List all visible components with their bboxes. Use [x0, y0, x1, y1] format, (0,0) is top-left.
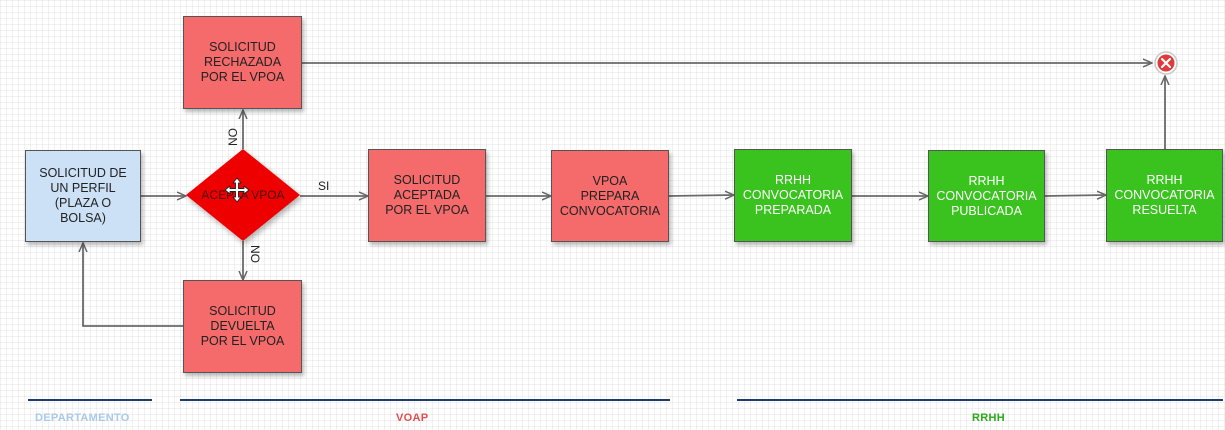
node-solicitud-perfil[interactable]: SOLICITUD DE UN PERFIL (PLAZA O BOLSA)	[25, 150, 141, 242]
edge-label-si: SI	[318, 179, 330, 193]
node-solicitud-devuelta[interactable]: SOLICITUD DEVUELTA POR EL VPOA	[183, 280, 302, 373]
node-convocatoria-preparada[interactable]: RRHH CONVOCATORIA PREPARADA	[734, 149, 852, 242]
node-decision-acepta-vpoa[interactable]: ACEPTA VPOA	[186, 149, 300, 241]
node-vpoa-prepara[interactable]: VPOA PREPARA CONVOCATORIA	[551, 150, 669, 242]
edge-publicada-to-resuelta	[1044, 195, 1106, 196]
node-solicitud-rechazada[interactable]: SOLICITUD RECHAZADA POR EL VPOA	[183, 16, 302, 109]
edge-prepara-to-preparada	[668, 195, 734, 196]
node-label: RRHH CONVOCATORIA PREPARADA	[742, 173, 844, 217]
decision-label: ACEPTA VPOA	[201, 188, 285, 202]
node-convocatoria-publicada[interactable]: RRHH CONVOCATORIA PUBLICADA	[928, 150, 1045, 242]
move-cursor-icon	[224, 177, 250, 203]
node-convocatoria-resuelta[interactable]: RRHH CONVOCATORIA RESUELTA	[1106, 149, 1223, 242]
node-solicitud-aceptada[interactable]: SOLICITUD ACEPTADA POR EL VPOA	[368, 149, 486, 242]
edge-devuelta-to-solicitud	[83, 243, 183, 327]
node-label: RRHH CONVOCATORIA PUBLICADA	[936, 173, 1037, 218]
lane-label-voap: VOAP	[396, 412, 429, 424]
end-cancel-icon	[1154, 51, 1178, 75]
node-label: SOLICITUD DEVUELTA POR EL VPOA	[200, 304, 285, 348]
lane-label-rrhh: RRHH	[972, 412, 1005, 424]
edge-label-no-down: NO	[248, 245, 262, 263]
lane-line-rrhh	[737, 399, 1223, 401]
node-label: SOLICITUD ACEPTADA POR EL VPOA	[385, 173, 469, 217]
lane-label-departamento: DEPARTAMENTO	[35, 412, 130, 424]
edge-label-no-up: NO	[226, 128, 240, 146]
node-label: RRHH CONVOCATORIA RESUELTA	[1114, 173, 1215, 217]
node-label: VPOA PREPARA CONVOCATORIA	[559, 173, 661, 218]
lane-line-voap	[180, 399, 670, 401]
node-label: SOLICITUD DE UN PERFIL (PLAZA O BOLSA)	[39, 166, 127, 225]
node-label: SOLICITUD RECHAZADA POR EL VPOA	[200, 40, 285, 84]
lane-line-departamento	[28, 399, 152, 401]
